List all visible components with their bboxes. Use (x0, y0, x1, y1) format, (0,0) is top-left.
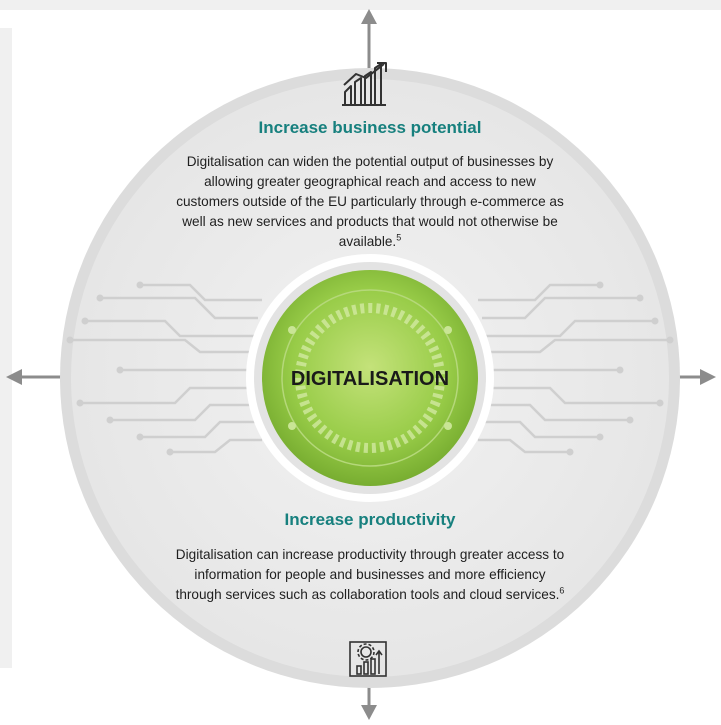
bottom-description-text: Digitalisation can increase productivity… (175, 547, 565, 602)
top-heading: Increase business potential (258, 118, 482, 137)
center-inner-ring (281, 289, 459, 467)
circuit-nodes (66, 281, 674, 456)
bottom-footnote: 6 (559, 585, 565, 596)
top-description-text: Digitalisation can widen the potential o… (176, 154, 564, 249)
gear-analytics-icon (349, 641, 387, 677)
growth-chart-icon (342, 62, 387, 106)
center-dots (288, 326, 452, 430)
center-label: DIGITALISATION (290, 368, 450, 390)
left-strip (0, 28, 12, 668)
top-footnote: 5 (396, 232, 402, 243)
circuit-traces (70, 283, 670, 454)
arrow-up (361, 9, 377, 70)
top-description: Digitalisation can widen the potential o… (172, 152, 568, 252)
top-banner (0, 0, 721, 10)
center-disc (262, 270, 478, 486)
center-tick-ring (295, 303, 445, 453)
bottom-heading: Increase productivity (284, 510, 456, 529)
bottom-description: Digitalisation can increase productivity… (172, 545, 568, 605)
